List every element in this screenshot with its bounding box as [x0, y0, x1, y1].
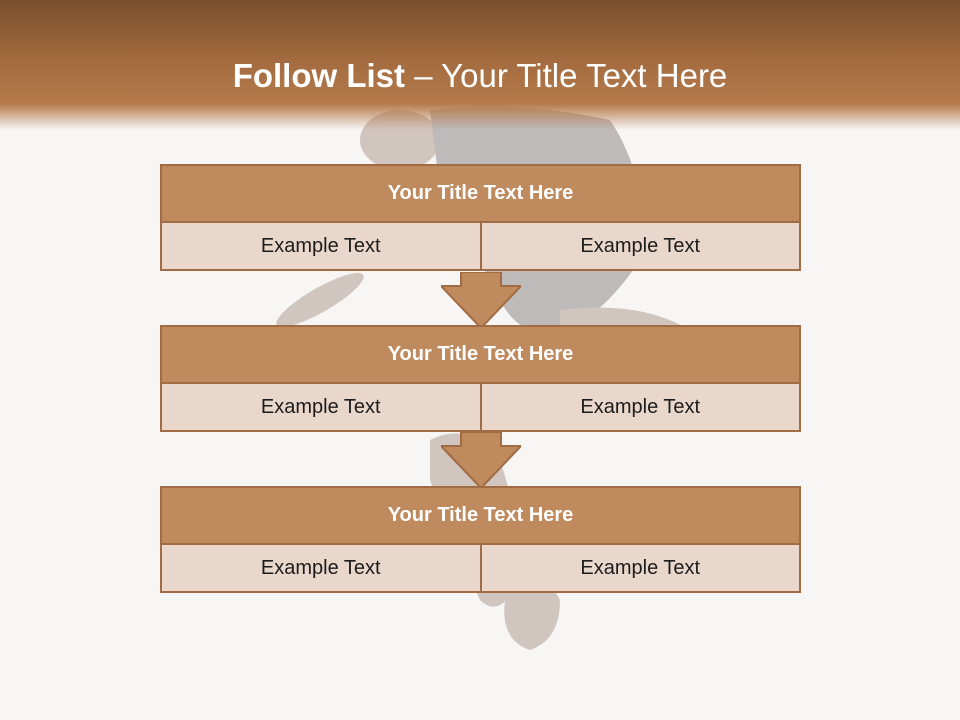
step-cell-right: Example Text	[479, 384, 799, 430]
step-cell-left: Example Text	[162, 384, 480, 430]
step-cell-left: Example Text	[162, 223, 480, 269]
step-title: Your Title Text Here	[162, 327, 799, 384]
step-box-3: Your Title Text Here Example Text Exampl…	[160, 486, 801, 593]
step-cell-right: Example Text	[479, 545, 799, 591]
step-title: Your Title Text Here	[162, 488, 799, 545]
step-title: Your Title Text Here	[162, 166, 799, 223]
step-box-2: Your Title Text Here Example Text Exampl…	[160, 325, 801, 432]
step-box-1: Your Title Text Here Example Text Exampl…	[160, 164, 801, 271]
slide-title-bold: Follow List	[232, 57, 406, 94]
step-cell-right: Example Text	[479, 223, 799, 269]
slide-title-rest: – Your Title Text Here	[405, 57, 728, 94]
down-arrow-icon	[441, 432, 521, 488]
header-band	[0, 0, 960, 130]
step-row: Example Text Example Text	[162, 545, 799, 591]
step-row: Example Text Example Text	[162, 223, 799, 269]
step-row: Example Text Example Text	[162, 384, 799, 430]
slide-title: Follow List – Your Title Text Here	[0, 52, 960, 100]
step-cell-left: Example Text	[162, 545, 480, 591]
down-arrow-icon	[441, 272, 521, 328]
